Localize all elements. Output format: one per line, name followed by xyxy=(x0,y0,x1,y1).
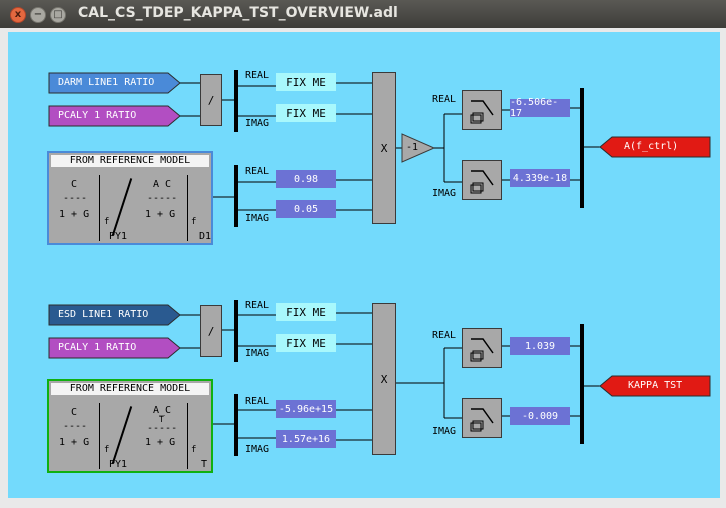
model-slash xyxy=(111,178,133,236)
model-denominator-1: 1 + G xyxy=(59,437,90,448)
bus-real-label-bottom-2: REAL xyxy=(245,396,270,407)
fixme-real-bottom: FIX ME xyxy=(276,303,336,321)
bus-top-output xyxy=(580,88,584,208)
model-fraction-bar-2: ----- xyxy=(147,193,178,204)
model-slash xyxy=(111,406,133,464)
model-imag-value-top: 0.05 xyxy=(276,200,336,218)
bus-bottom-2 xyxy=(234,394,238,456)
close-window-button[interactable]: x xyxy=(10,7,26,23)
darm-line1-ratio-tag-shape xyxy=(48,72,181,94)
lowpass-filter-icon xyxy=(470,100,494,124)
esd-line1-ratio-tag[interactable]: ESD LINE1 RATIO xyxy=(58,309,149,320)
negate-triangle-shape xyxy=(401,133,436,163)
reference-model-block-bottom: FROM REFERENCE MODEL C ---- 1 + G f PY1 … xyxy=(47,379,213,473)
pcaly1-ratio-tag-shape-top xyxy=(48,105,181,127)
maximize-window-button[interactable]: □ xyxy=(50,7,66,23)
negate-label: -1 xyxy=(406,142,419,153)
bus-top-2 xyxy=(234,165,238,227)
output-real-value-top: -6.506e-17 xyxy=(510,97,570,119)
model-denominator-2: 1 + G xyxy=(145,437,176,448)
fixme-imag-top: FIX ME xyxy=(276,104,336,122)
fixme-imag-bottom: FIX ME xyxy=(276,334,336,352)
pcaly1-ratio-tag-bottom[interactable]: PCALY 1 RATIO xyxy=(58,342,137,353)
bus-top-1 xyxy=(234,70,238,132)
model-sub-t: T xyxy=(159,415,164,424)
divide-block-bottom: / xyxy=(200,305,222,357)
bus-imag-label-top-2: IMAG xyxy=(245,213,270,224)
model-denominator-1: 1 + G xyxy=(59,209,90,220)
bus-imag-label-bottom-2: IMAG xyxy=(245,444,270,455)
model-sub-f-2: f xyxy=(191,217,197,227)
model-numerator-c: C xyxy=(71,407,78,418)
model-real-value-bottom: -5.96e+15 xyxy=(276,400,336,418)
kappa-tst-tag-shape xyxy=(599,375,711,397)
model-bar-right xyxy=(187,175,188,241)
lowpass-filter-icon xyxy=(470,338,494,362)
medm-canvas: DARM LINE1 RATIO PCALY 1 RATIO / REAL IM… xyxy=(8,32,720,498)
bus-imag-label-top-1: IMAG xyxy=(245,118,270,129)
filter-imag-label-bottom: IMAG xyxy=(432,426,457,437)
lowpass-filter-imag-bottom[interactable] xyxy=(462,398,502,438)
model-bar-left xyxy=(99,175,100,241)
fixme-real-top: FIX ME xyxy=(276,73,336,91)
model-fraction-bar-1: ---- xyxy=(63,193,88,204)
bus-bottom-output xyxy=(580,324,584,444)
output-imag-value-top: 4.339e-18 xyxy=(510,169,570,187)
esd-line1-ratio-tag-shape xyxy=(48,304,181,326)
model-numerator-ac: A C xyxy=(153,179,172,190)
model-real-value-top: 0.98 xyxy=(276,170,336,188)
model-py1-label: PY1 xyxy=(109,459,128,470)
bus-real-label-bottom-1: REAL xyxy=(245,300,270,311)
bus-real-label-top-1: REAL xyxy=(245,70,270,81)
output-real-value-bottom: 1.039 xyxy=(510,337,570,355)
multiply-block-bottom: X xyxy=(372,303,396,455)
minimize-window-button[interactable]: − xyxy=(30,7,46,23)
reference-model-title-top: FROM REFERENCE MODEL xyxy=(51,155,209,167)
darm-line1-ratio-tag[interactable]: DARM LINE1 RATIO xyxy=(58,77,155,88)
pcaly1-ratio-tag-shape-bottom xyxy=(48,337,181,359)
bus-bottom-1 xyxy=(234,300,238,362)
model-t-label: T xyxy=(201,459,208,470)
reference-model-block-top: FROM REFERENCE MODEL C ---- 1 + G f PY1 … xyxy=(47,151,213,245)
lowpass-filter-real-top[interactable] xyxy=(462,90,502,130)
multiply-block-top: X xyxy=(372,72,396,224)
model-py1-label: PY1 xyxy=(109,231,128,242)
lowpass-filter-icon xyxy=(470,170,494,194)
model-numerator-c: C xyxy=(71,179,78,190)
a-fctrl-tag[interactable]: A(f_ctrl) xyxy=(624,141,679,152)
a-fctrl-tag-shape xyxy=(599,136,711,158)
reference-model-title-bottom: FROM REFERENCE MODEL xyxy=(51,383,209,395)
model-sub-f-2: f xyxy=(191,445,197,455)
model-bar-left xyxy=(99,403,100,469)
bus-imag-label-bottom-1: IMAG xyxy=(245,348,270,359)
kappa-tst-tag[interactable]: KAPPA TST xyxy=(628,380,683,391)
window-titlebar[interactable]: x − □ CAL_CS_TDEP_KAPPA_TST_OVERVIEW.adl xyxy=(0,0,726,28)
model-bar-right xyxy=(187,403,188,469)
model-fraction-bar-2: ----- xyxy=(147,423,178,434)
output-imag-value-bottom: -0.009 xyxy=(510,407,570,425)
divide-block-top: / xyxy=(200,74,222,126)
bus-real-label-top-2: REAL xyxy=(245,166,270,177)
filter-real-label-bottom: REAL xyxy=(432,330,457,341)
model-sub-f-1: f xyxy=(104,217,110,227)
lowpass-filter-imag-top[interactable] xyxy=(462,160,502,200)
window-title: CAL_CS_TDEP_KAPPA_TST_OVERVIEW.adl xyxy=(78,5,398,21)
lowpass-filter-icon xyxy=(470,408,494,432)
pcaly1-ratio-tag-top[interactable]: PCALY 1 RATIO xyxy=(58,110,137,121)
model-fraction-bar-1: ---- xyxy=(63,421,88,432)
lowpass-filter-real-bottom[interactable] xyxy=(462,328,502,368)
top-wiring xyxy=(48,72,711,441)
model-numerator-atc: A_C xyxy=(153,405,172,416)
model-sub-f-1: f xyxy=(104,445,110,455)
filter-imag-label-top: IMAG xyxy=(432,188,457,199)
model-imag-value-bottom: 1.57e+16 xyxy=(276,430,336,448)
model-denominator-2: 1 + G xyxy=(145,209,176,220)
model-d1-label: D1 xyxy=(199,231,212,242)
filter-real-label-top: REAL xyxy=(432,94,457,105)
